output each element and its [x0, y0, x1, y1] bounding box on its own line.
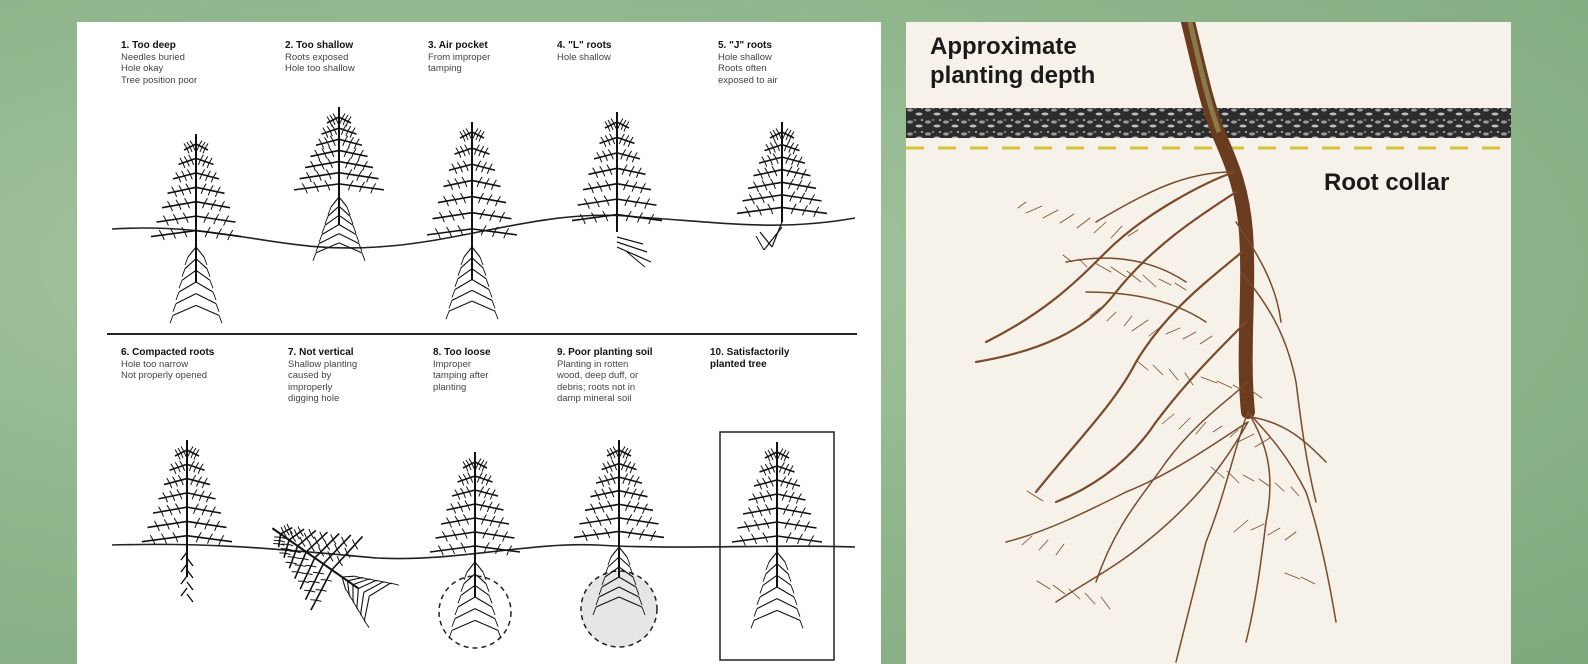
rootlet — [1162, 414, 1174, 424]
rootlet — [1095, 263, 1111, 272]
rootlet — [1027, 491, 1043, 501]
root-strand — [1176, 412, 1248, 662]
tree-illustrations — [77, 22, 881, 664]
tree-too-shallow — [294, 107, 384, 261]
rootlet — [1037, 581, 1050, 589]
root-strand — [1096, 382, 1248, 582]
approximate-planting-depth-label: Approximate planting depth — [930, 32, 1095, 90]
rootlet — [1183, 332, 1196, 339]
rootlet — [1200, 336, 1212, 344]
rootlet — [1179, 418, 1190, 429]
root-strand — [1006, 422, 1248, 542]
rootlet — [1153, 365, 1163, 375]
rootlet — [1201, 377, 1217, 383]
root-strand — [976, 192, 1236, 362]
rootlet — [1137, 361, 1148, 370]
tree-j-roots — [737, 122, 827, 250]
rootlet — [1043, 210, 1058, 218]
rootlet — [1060, 214, 1074, 223]
rootlet — [1259, 479, 1269, 486]
root-strand — [1066, 258, 1186, 282]
rootlet — [1111, 267, 1126, 277]
tree-l-roots — [572, 112, 662, 267]
rootlet — [1243, 475, 1254, 481]
rootlet — [1301, 577, 1315, 584]
rootlet — [1251, 524, 1264, 530]
root-strand — [1096, 172, 1231, 222]
rootlet — [1039, 540, 1048, 550]
rootlet — [1056, 544, 1064, 555]
tree-satisfactory — [732, 442, 822, 628]
rootlet — [1234, 520, 1248, 532]
poor-soil-circle — [581, 571, 657, 647]
rootlet — [1085, 593, 1095, 604]
rootlet — [1124, 316, 1132, 326]
rootlet — [1159, 279, 1171, 285]
rootlet — [1077, 218, 1090, 228]
rootlet — [1213, 426, 1222, 432]
rootlet — [1169, 369, 1178, 380]
rootlet — [1255, 438, 1270, 447]
rootlet — [1143, 275, 1156, 287]
rootlet — [1275, 483, 1284, 491]
seedling-root-illustration — [906, 22, 1511, 664]
tree-not-vertical — [247, 491, 410, 643]
rootlet — [1285, 573, 1300, 579]
rootlet — [1101, 597, 1110, 609]
rootlet — [1053, 585, 1065, 594]
tree-too-loose — [430, 452, 520, 638]
root-collar-photo: Approximate planting depth Root collar — [906, 22, 1511, 664]
rootlet — [1132, 320, 1148, 331]
planting-errors-diagram: 1. Too deep Needles buried Hole okay Tre… — [77, 22, 881, 664]
rootlet — [1094, 222, 1106, 233]
rootlet — [1111, 226, 1122, 238]
rootlet — [1217, 381, 1232, 388]
rootlet — [1227, 471, 1239, 483]
root-collar-label: Root collar — [1324, 168, 1449, 197]
rootlet — [1026, 206, 1042, 213]
rootlet — [1268, 528, 1280, 535]
rootlet — [1079, 259, 1087, 267]
tree-air-pocket — [427, 122, 517, 319]
rootlet — [1175, 283, 1186, 290]
rootlet — [1285, 532, 1296, 540]
tree-compacted-roots — [142, 440, 232, 602]
rootlet — [1018, 202, 1026, 208]
rootlet — [1107, 312, 1116, 321]
rootlet — [1291, 487, 1299, 496]
rootlet — [1166, 328, 1180, 334]
root-strand — [1056, 322, 1246, 502]
